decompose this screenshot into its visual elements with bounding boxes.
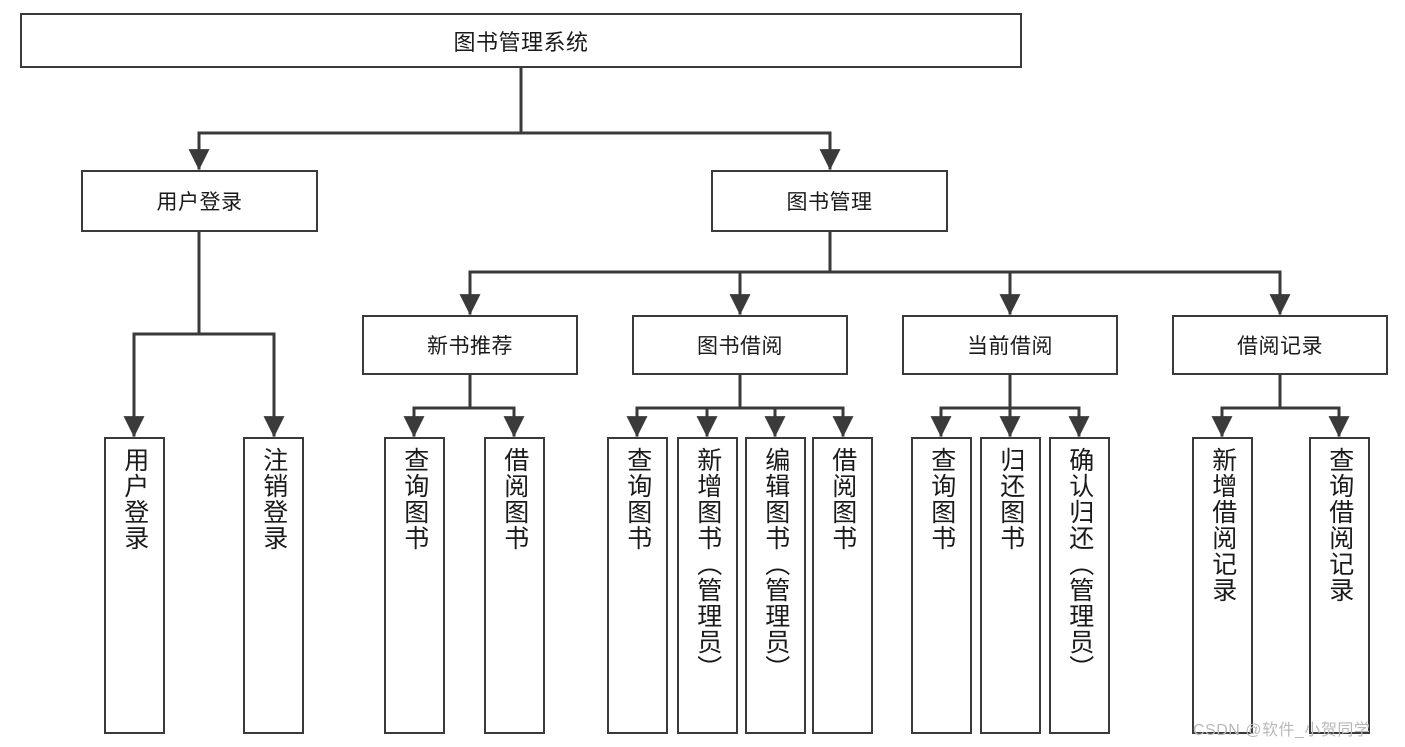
node-label: 用户登录 [120,447,149,551]
node-label: 新增图书（管理员） [693,447,722,681]
node-label: 用户登录 [156,191,243,214]
node-label: 当前借阅 [967,335,1053,358]
leaf-borrow-record-add[interactable]: 新增借阅记录 [1192,437,1253,734]
leaf-book-borrow-borrow[interactable]: 借阅图书 [812,437,873,734]
node-label: 图书管理系统 [453,29,589,55]
leaf-book-borrow-query[interactable]: 查询图书 [607,437,668,734]
node-label: 借阅记录 [1237,335,1323,358]
node-current-borrow[interactable]: 当前借阅 [902,315,1118,375]
leaf-user-login-login[interactable]: 用户登录 [104,437,165,734]
csdn-watermark: CSDN @软件_小贺同学 [1193,722,1371,739]
node-label: 借阅图书 [828,447,857,551]
node-label: 确认归还（管理员） [1065,447,1094,681]
node-borrow-record[interactable]: 借阅记录 [1172,315,1388,375]
node-label: 归还图书 [996,447,1025,551]
leaf-current-borrow-query[interactable]: 查询图书 [911,437,972,734]
node-label: 编辑图书（管理员） [761,447,790,681]
leaf-book-borrow-edit[interactable]: 编辑图书（管理员） [745,437,806,734]
node-label: 查询图书 [927,447,956,551]
leaf-current-borrow-confirm-return[interactable]: 确认归还（管理员） [1049,437,1110,734]
node-label: 借阅图书 [500,447,529,551]
node-label: 查询图书 [623,447,652,551]
leaf-current-borrow-return[interactable]: 归还图书 [980,437,1041,734]
node-label: 图书借阅 [697,335,783,358]
leaf-borrow-record-query[interactable]: 查询借阅记录 [1309,437,1370,734]
node-label: 新增借阅记录 [1208,447,1237,603]
node-root-library-system[interactable]: 图书管理系统 [20,13,1022,68]
node-label: 注销登录 [259,447,288,551]
leaf-new-book-borrow[interactable]: 借阅图书 [484,437,545,734]
node-label: 查询图书 [400,447,429,551]
leaf-new-book-query[interactable]: 查询图书 [384,437,445,734]
node-label: 新书推荐 [427,335,513,358]
node-book-management[interactable]: 图书管理 [711,170,948,232]
node-user-login[interactable]: 用户登录 [81,170,318,232]
node-book-borrow[interactable]: 图书借阅 [632,315,848,375]
node-label: 查询借阅记录 [1325,447,1354,603]
leaf-book-borrow-add[interactable]: 新增图书（管理员） [677,437,738,734]
leaf-user-login-logout[interactable]: 注销登录 [243,437,304,734]
node-label: 图书管理 [786,191,873,214]
node-new-book-recommend[interactable]: 新书推荐 [362,315,578,375]
